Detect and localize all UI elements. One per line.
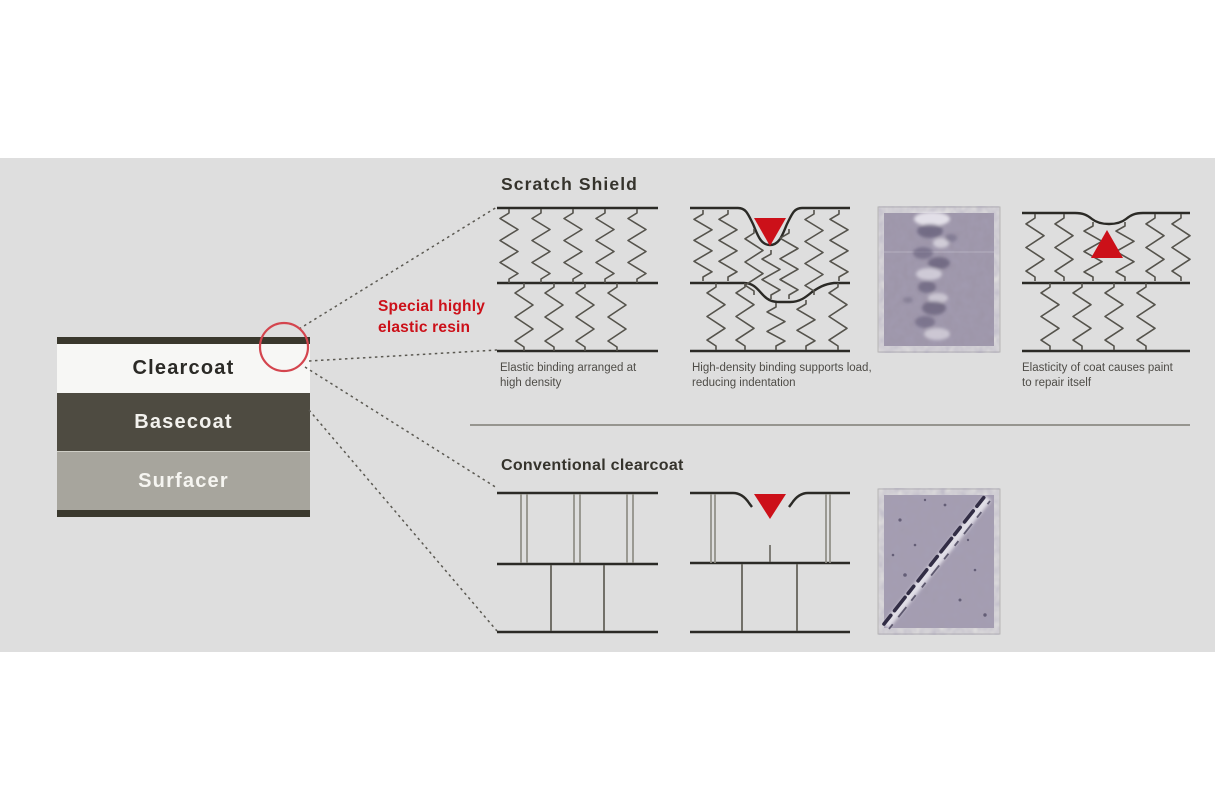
caption-load-support: High-density binding supports load, redu… <box>692 362 872 389</box>
scratch-diagram-dense-binding <box>497 206 658 353</box>
stack-top-bar <box>57 337 310 344</box>
elastic-resin-label-line2: elastic resin <box>378 319 471 336</box>
repair-arrow-icon <box>1091 230 1123 258</box>
photo-visible-scratch <box>877 488 1001 635</box>
spring-row <box>693 210 849 350</box>
elastic-resin-label: Special highly elastic resin <box>378 296 485 338</box>
stack-bottom-bar <box>57 510 310 517</box>
callout-line-top <box>298 206 498 330</box>
scratch-diagram-indentation <box>690 206 850 353</box>
conventional-clearcoat-title: Conventional clearcoat <box>501 457 684 474</box>
callout-lines <box>298 206 498 632</box>
conventional-diagram-cracked <box>690 491 850 634</box>
layer-basecoat-label: Basecoat <box>134 410 233 433</box>
photo-healed-scratch <box>877 206 1001 353</box>
layer-basecoat: Basecoat <box>57 393 310 451</box>
callout-circle <box>258 321 310 373</box>
callout-line-bottom <box>308 409 498 632</box>
callout-line-mid <box>308 349 498 362</box>
conventional-diagram-intact <box>497 491 658 634</box>
layer-surfacer: Surfacer <box>57 451 310 510</box>
scratch-diagram-self-repair <box>1022 211 1191 353</box>
layer-clearcoat-label: Clearcoat <box>132 357 235 379</box>
spring-row <box>499 209 647 351</box>
load-arrow-icon <box>754 218 786 246</box>
caption-self-repair: Elasticity of coat causes paint to repai… <box>1022 362 1173 389</box>
layer-surfacer-label: Surfacer <box>138 469 229 492</box>
caption-elastic-binding: Elastic binding arranged at high density <box>500 362 637 389</box>
paint-stack: Clearcoat Basecoat Surfacer <box>57 337 310 517</box>
scratch-shield-title: Scratch Shield <box>501 174 638 194</box>
elastic-resin-label-line1: Special highly <box>378 298 486 315</box>
scratch-arrow-icon <box>754 494 786 519</box>
callout-line-lower <box>304 366 498 489</box>
spring-row <box>1025 214 1191 350</box>
layer-clearcoat: Clearcoat <box>57 344 310 393</box>
